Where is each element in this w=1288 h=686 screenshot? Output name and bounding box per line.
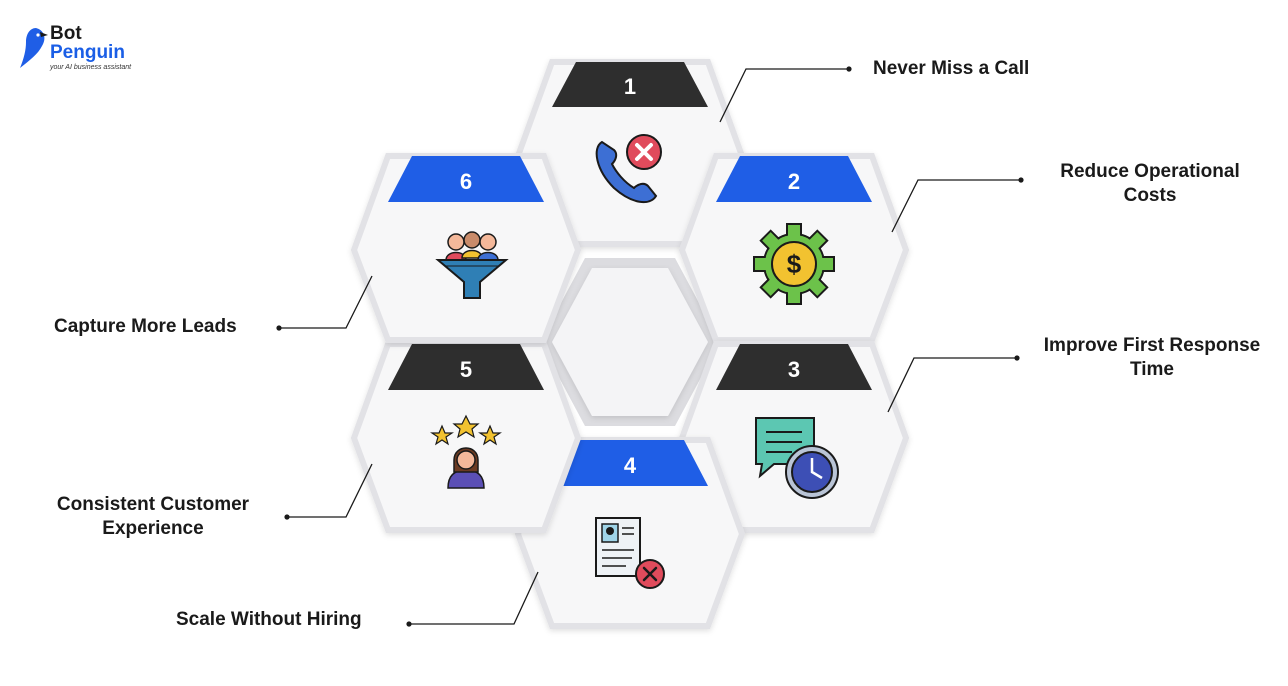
tab-4 (552, 440, 708, 486)
resume-rejected-icon (595, 517, 665, 589)
hex-card-5: 5 (350, 341, 582, 533)
brand-line1: Bot (50, 23, 82, 44)
number-3: 3 (788, 357, 800, 382)
connector-4 (410, 571, 539, 625)
connector-1 (719, 68, 848, 123)
number-6: 6 (460, 169, 472, 194)
connector-5 (288, 463, 373, 518)
hex-card-1: 1 (514, 59, 746, 247)
connector-3 (887, 357, 1016, 413)
brand-line2: Penguin (50, 42, 125, 63)
chat-clock-icon (755, 417, 839, 499)
customer-rating-icon (430, 414, 502, 489)
number-2: 2 (788, 169, 800, 194)
svg-text:$: $ (787, 249, 802, 279)
connector-dot-1 (846, 66, 852, 72)
number-5: 5 (460, 357, 472, 382)
brand-tagline: your AI business assistant (50, 64, 132, 71)
label-scale-without-hiring: Scale Without Hiring (176, 609, 362, 630)
tab-1 (552, 62, 708, 107)
cost-gear-icon: $ (753, 223, 835, 305)
hex-card-6: 6 (350, 153, 582, 343)
hex-card-4: 4 (514, 437, 746, 629)
tab-6 (388, 156, 544, 202)
connector-dot-4 (406, 621, 412, 627)
lead-funnel-icon (435, 231, 509, 299)
missed-call-icon (595, 134, 662, 204)
botpenguin-logo: Bot Penguin your AI business assistant (18, 24, 168, 84)
connector-2 (891, 179, 1020, 233)
connector-dot-6 (276, 325, 282, 331)
center-hexagon (540, 258, 720, 426)
label-capture-more-leads: Capture More Leads (54, 316, 237, 337)
number-1: 1 (624, 74, 636, 99)
hex-card-3: 3 (678, 341, 910, 533)
label-never-miss-a-call: Never Miss a Call (873, 58, 1030, 79)
tab-5 (388, 344, 544, 390)
connector-dot-5 (284, 514, 290, 520)
penguin-logo-icon (20, 28, 48, 68)
connector-6 (280, 275, 373, 329)
connector-dot-2 (1018, 177, 1024, 183)
tab-3 (716, 344, 872, 390)
number-4: 4 (624, 453, 637, 478)
connector-lines (276, 66, 1024, 627)
connector-dot-3 (1014, 355, 1020, 361)
hex-card-2: 2 $ (678, 153, 910, 343)
tab-2 (716, 156, 872, 202)
